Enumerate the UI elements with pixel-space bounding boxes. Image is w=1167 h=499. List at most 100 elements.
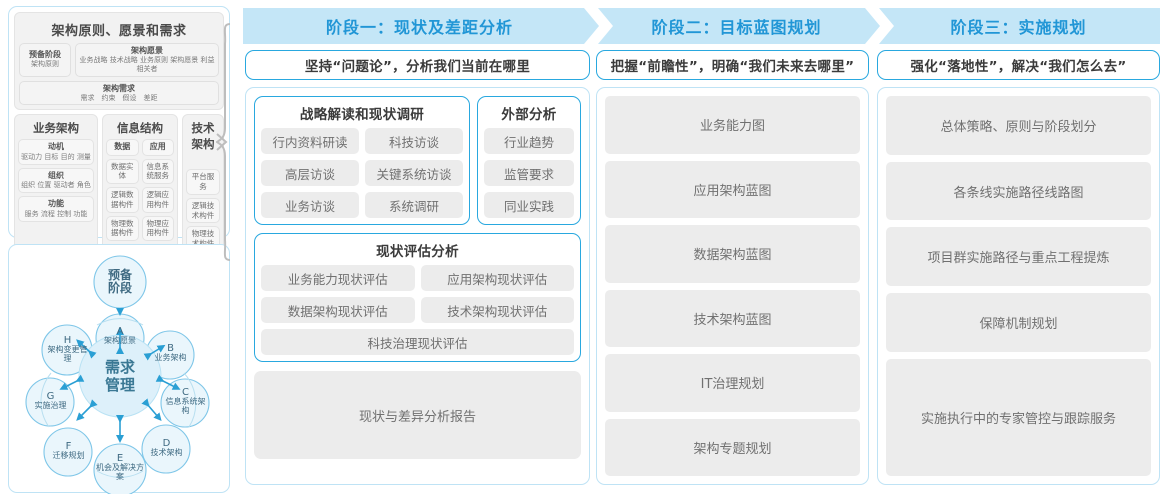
phase-3-body: 总体策略、原则与阶段划分 各条线实施路径线路图 项目群实施路径与重点工程提炼 保… xyxy=(877,87,1160,485)
togaf-item-function: 功能 服务 流程 控制 功能 xyxy=(18,196,94,222)
pill-internal-docs[interactable]: 行内资料研读 xyxy=(261,128,359,154)
item-tech-arch-blueprint[interactable]: 技术架构蓝图 xyxy=(605,289,860,347)
phase-2-banner: 阶段二：目标蓝图规划 xyxy=(596,8,877,44)
item-assurance-mechanism[interactable]: 保障机制规划 xyxy=(886,293,1151,352)
item-app-arch-blueprint[interactable]: 应用架构蓝图 xyxy=(605,160,860,218)
pill-system-survey[interactable]: 系统调研 xyxy=(365,192,463,218)
phase-1-subtitle: 坚持“问题论”，分析我们当前在哪里 xyxy=(245,50,590,80)
item-label: 逻辑技术构件 xyxy=(191,200,215,220)
card-external-analysis: 外部分析 行业趋势 监管要求 同业实践 xyxy=(477,96,581,225)
adm-cycle-panel: 预备 阶段 A 架构愿景 B 业务架构 C 信息系统架构 D 技术架构 xyxy=(8,244,231,494)
left-column: 架构原则、愿景和需求 预备阶段 架构原则 架构愿景 业务战略 技术战略 业务原则… xyxy=(8,6,231,494)
item-sub: 组织 位置 驱动者 角色 xyxy=(21,181,91,190)
pill-industry-trend[interactable]: 行业趋势 xyxy=(484,128,574,154)
togaf-subcolumn-application: 应用 信息系统服务 逻辑应用构件 物理应用构件 xyxy=(141,139,174,242)
domain-title: 信息结构 xyxy=(117,121,163,136)
phase-1-column: 坚持“问题论”，分析我们当前在哪里 战略解读和现状调研 行内资料研读 科技访谈 … xyxy=(245,50,590,485)
item-it-governance-plan[interactable]: IT治理规划 xyxy=(605,354,860,412)
phase-3-item-stack: 总体策略、原则与阶段划分 各条线实施路径线路图 项目群实施路径与重点工程提炼 保… xyxy=(878,88,1159,484)
togaf-cell-requirements: 架构需求 需求 约束 假设 差距 xyxy=(19,80,219,106)
togaf-cell-prelim: 预备阶段 架构原则 xyxy=(19,43,71,77)
togaf-domain-technology: 技术架构 平台服务 逻辑技术构件 物理技术构件 xyxy=(182,114,224,256)
pill-business-capability-assessment[interactable]: 业务能力现状评估 xyxy=(261,265,415,291)
item-arch-topic-plan[interactable]: 架构专题规划 xyxy=(605,418,860,476)
pill-business-interview[interactable]: 业务访谈 xyxy=(261,192,359,218)
domain-title: 业务架构 xyxy=(33,121,79,136)
item-sub: 服务 流程 控制 功能 xyxy=(24,209,88,218)
pill-peer-practice[interactable]: 同业实践 xyxy=(484,192,574,218)
pill-row: 监管要求 xyxy=(484,160,574,186)
chevron-right-icon-1 xyxy=(584,8,613,44)
pill-row: 业务访谈 系统调研 xyxy=(261,192,463,218)
togaf-item-physical-app: 物理应用构件 xyxy=(141,215,174,242)
togaf-item-logical-tech: 逻辑技术构件 xyxy=(186,197,220,224)
item-label: 物理数据构件 xyxy=(111,218,134,238)
item-line-roadmap[interactable]: 各条线实施路径线路图 xyxy=(886,161,1151,221)
pill-row: 科技治理现状评估 xyxy=(261,329,574,355)
pill-row: 行业趋势 xyxy=(484,128,574,154)
togaf-item-logical-data: 逻辑数据构件 xyxy=(106,187,139,213)
pill-row: 业务能力现状评估 应用架构现状评估 xyxy=(261,265,574,291)
item-head: 功能 xyxy=(48,199,64,209)
adm-wheel-graphic xyxy=(25,255,210,494)
pill-row: 同业实践 xyxy=(484,192,574,218)
card-title: 外部分析 xyxy=(501,107,557,123)
pill-tech-arch-assessment[interactable]: 技术架构现状评估 xyxy=(420,297,574,323)
phase-2-column: 把握“前瞻性”，明确“我们未来去哪里” 业务能力图 应用架构蓝图 数据架构蓝图 … xyxy=(596,50,869,485)
item-label: 逻辑数据构件 xyxy=(111,190,134,209)
pill-row: 数据架构现状评估 技术架构现状评估 xyxy=(261,297,574,323)
phase-1-banner-bg xyxy=(243,8,596,44)
phase-1-body: 战略解读和现状调研 行内资料研读 科技访谈 高层访谈 关键系统访谈 业务访谈 系… xyxy=(245,87,590,485)
togaf-item-organization: 组织 组织 位置 驱动者 角色 xyxy=(18,167,94,194)
item-head: 组织 xyxy=(48,170,64,180)
card-title: 战略解读和现状调研 xyxy=(299,107,425,123)
togaf-item-motivation: 动机 驱动力 目标 目的 测量 xyxy=(18,139,94,165)
phase-3-banner-label: 阶段三：实施规划 xyxy=(950,18,1087,37)
item-label: 物理技术构件 xyxy=(191,229,215,248)
togaf-subhead-data: 数据 xyxy=(106,139,139,156)
card-current-state-assessment: 现状评估分析 业务能力现状评估 应用架构现状评估 数据架构现状评估 技术架构现状… xyxy=(254,233,581,362)
pill-it-governance-assessment[interactable]: 科技治理现状评估 xyxy=(261,329,574,355)
pill-exec-interview[interactable]: 高层访谈 xyxy=(261,160,359,186)
pill-regulatory[interactable]: 监管要求 xyxy=(484,160,574,186)
pill-app-arch-assessment[interactable]: 应用架构现状评估 xyxy=(420,265,574,291)
togaf-content-framework-panel: 架构原则、愿景和需求 预备阶段 架构原则 架构愿景 业务战略 技术战略 业务原则… xyxy=(8,6,230,303)
togaf-item-logical-app: 逻辑应用构件 xyxy=(141,187,174,213)
cell-head: 架构需求 xyxy=(103,83,135,93)
phase-1-banner: 阶段一：现状及差距分析 xyxy=(243,8,596,44)
phase-1-banner-label: 阶段一：现状及差距分析 xyxy=(325,18,513,37)
brace-connector xyxy=(216,23,231,261)
cell-head: 预备阶段 xyxy=(29,50,61,60)
item-program-roadmap[interactable]: 项目群实施路径与重点工程提炼 xyxy=(886,227,1151,287)
phase-2-subtitle: 把握“前瞻性”，明确“我们未来去哪里” xyxy=(596,50,869,80)
pill-data-arch-assessment[interactable]: 数据架构现状评估 xyxy=(261,297,415,323)
item-head: 应用 xyxy=(149,142,166,152)
item-sub: 驱动力 目标 目的 测量 xyxy=(21,152,91,161)
pill-key-system-interview[interactable]: 关键系统访谈 xyxy=(365,160,463,186)
phase-2-body: 业务能力图 应用架构蓝图 数据架构蓝图 技术架构蓝图 IT治理规划 架构专题规划 xyxy=(596,87,869,485)
item-data-arch-blueprint[interactable]: 数据架构蓝图 xyxy=(605,225,860,283)
item-business-capability-map[interactable]: 业务能力图 xyxy=(605,96,860,154)
item-expert-tracking-service[interactable]: 实施执行中的专家管控与跟踪服务 xyxy=(886,358,1151,477)
item-label: 数据实体 xyxy=(111,161,134,181)
phase-2-banner-label: 阶段二：目标蓝图规划 xyxy=(651,18,822,37)
cell-head: 架构愿景 xyxy=(131,46,163,55)
card-strategy-research: 战略解读和现状调研 行内资料研读 科技访谈 高层访谈 关键系统访谈 业务访谈 系… xyxy=(254,96,470,225)
phase-3-banner-bg xyxy=(877,8,1160,44)
phase-1-report[interactable]: 现状与差异分析报告 xyxy=(254,371,581,459)
pill-tech-interview[interactable]: 科技访谈 xyxy=(365,128,463,154)
togaf-domain-information: 信息结构 数据 数据实体 逻辑数据构件 xyxy=(102,114,178,256)
item-head: 动机 xyxy=(48,142,64,152)
item-overall-strategy[interactable]: 总体策略、原则与阶段划分 xyxy=(886,96,1151,155)
togaf-panel-title: 架构原则、愿景和需求 xyxy=(51,24,187,39)
cell-sub: 需求 约束 假设 差距 xyxy=(80,93,158,102)
item-head: 数据 xyxy=(114,142,131,152)
phase-3-subtitle: 强化“落地性”，解决“我们怎么去” xyxy=(877,50,1160,80)
togaf-domain-business: 业务架构 动机 驱动力 目标 目的 测量 组织 组织 位置 驱动者 角色 功能 … xyxy=(14,114,98,256)
phase-3-banner: 阶段三：实施规划 xyxy=(877,8,1160,44)
adm-wheel: 预备 阶段 A 架构愿景 B 业务架构 C 信息系统架构 D 技术架构 xyxy=(9,245,231,494)
cell-sub: 业务战略 技术战略 业务原则 架构愿景 利益相关者 xyxy=(79,56,215,73)
domain-title: 技术架构 xyxy=(191,121,215,152)
togaf-item-data-entity: 数据实体 xyxy=(106,158,139,185)
